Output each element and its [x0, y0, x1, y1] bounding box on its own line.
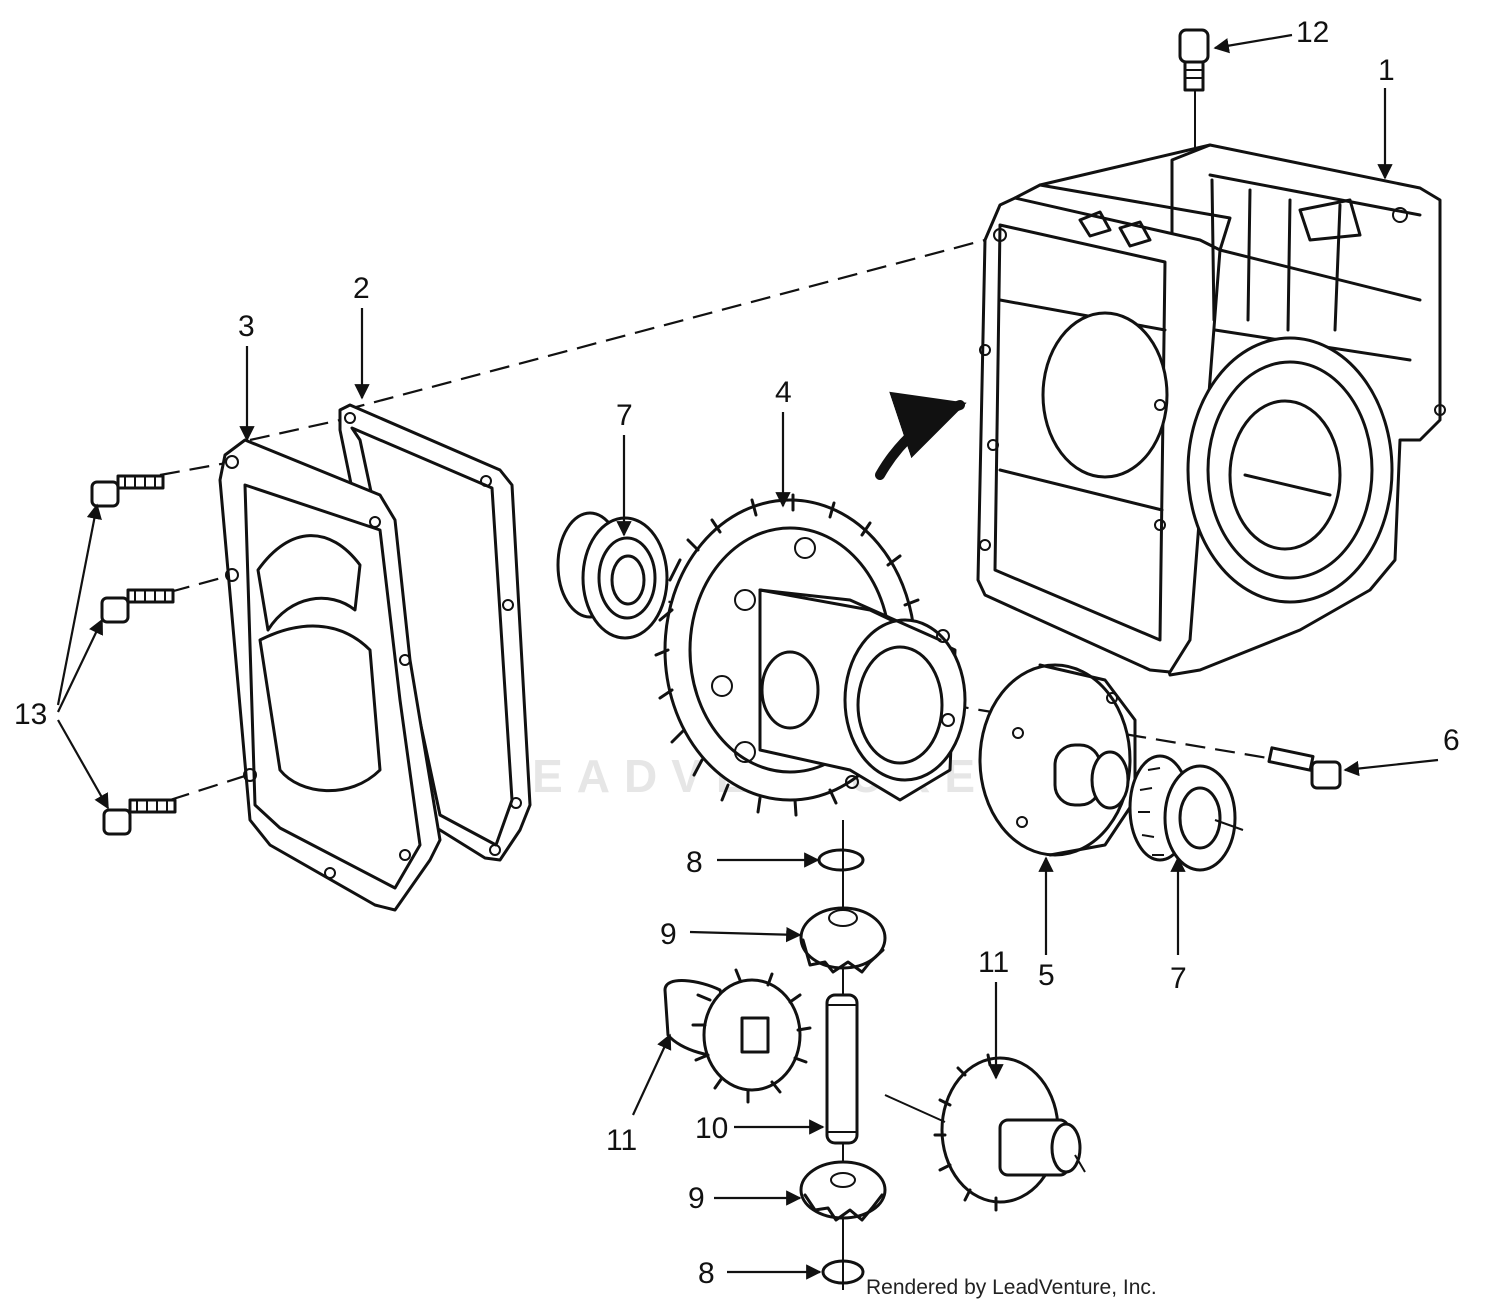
credit-text: Rendered by LeadVenture, Inc.: [866, 1276, 1157, 1299]
bearing-left: [556, 511, 669, 640]
differential-assembly: [654, 493, 967, 817]
transaxle-housing: [976, 143, 1446, 677]
callout-10: 10: [695, 1112, 728, 1145]
differential-cover: [978, 663, 1137, 857]
housing-bolt: [1267, 746, 1342, 790]
side-gear-left: [663, 968, 812, 1104]
callout-2: 2: [353, 272, 370, 305]
callout-5: 5: [1038, 959, 1055, 992]
install-direction-arrow: [875, 391, 967, 480]
cover-bolts: [90, 474, 177, 836]
callout-11-right: 11: [978, 946, 1009, 979]
callout-labels: 12 1 2 3 4 7 6 5 7 8 9 10 9 8 11 11 13: [14, 16, 1460, 1290]
callout-leaders: [56, 33, 1439, 1280]
callout-8-bottom: 8: [698, 1257, 715, 1290]
callout-6: 6: [1443, 724, 1460, 757]
callout-7-left: 7: [616, 399, 633, 432]
side-gear-right: [884, 1053, 1086, 1212]
callout-8-top: 8: [686, 846, 703, 879]
callout-12: 12: [1296, 16, 1329, 49]
bearing-right: [1128, 754, 1244, 872]
cover-plate: [218, 438, 442, 912]
callout-4: 4: [775, 376, 792, 409]
callout-9-top: 9: [660, 918, 677, 951]
callout-1: 1: [1378, 54, 1395, 87]
callout-9-bottom: 9: [688, 1182, 705, 1215]
callout-11-left: 11: [606, 1124, 637, 1157]
callout-13: 13: [14, 698, 47, 731]
callout-7-right: 7: [1170, 962, 1187, 995]
callout-3: 3: [238, 310, 255, 343]
cross-shaft: [825, 993, 859, 1145]
vent-plug: [1178, 28, 1210, 92]
